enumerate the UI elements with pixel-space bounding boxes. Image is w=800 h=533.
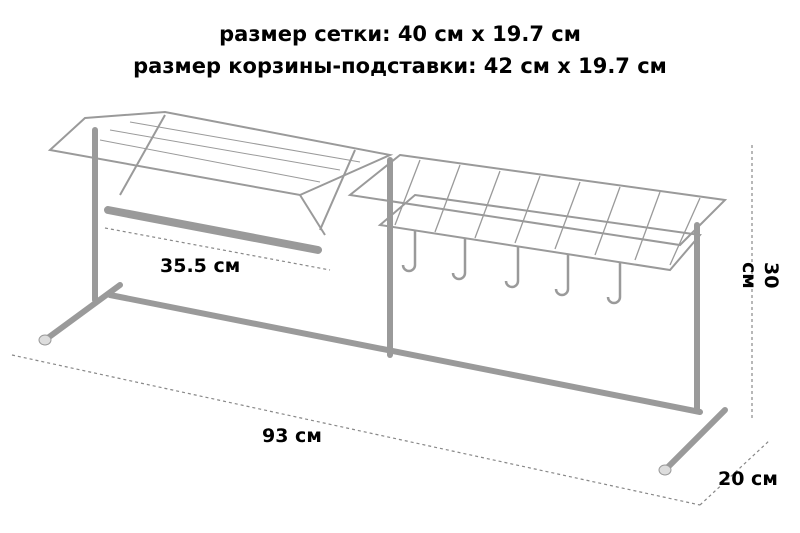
basket-size-caption: размер корзины-подставки: 42 см x 19.7 с… (133, 54, 667, 78)
wire-basket (347, 153, 728, 305)
rack-frame (42, 127, 728, 473)
hooks (401, 230, 622, 305)
mesh-size-caption: размер сетки: 40 см x 19.7 см (219, 22, 581, 46)
dimension-lines (11, 145, 771, 506)
height-label: 30 см (738, 262, 782, 289)
depth-label: 20 см (718, 468, 778, 490)
width-label: 93 см (262, 425, 322, 447)
rod-length-label: 35.5 см (160, 255, 241, 277)
feet-caps (38, 334, 672, 476)
mesh-shelf (47, 110, 394, 236)
